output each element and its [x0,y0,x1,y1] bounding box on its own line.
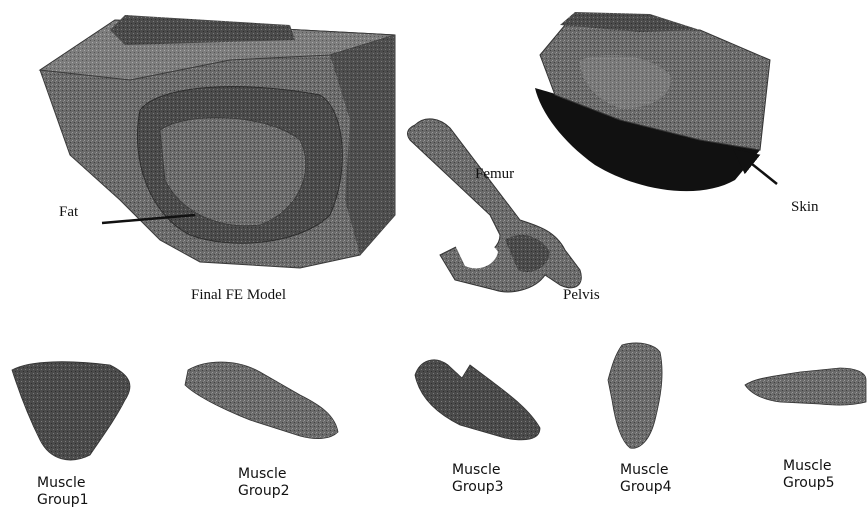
fat-label: Fat [59,204,78,221]
muscle-group2-line2: Group2 [238,483,290,500]
muscle-group1-render [12,362,130,460]
muscle-group3-render [415,360,540,440]
final-fe-model-label: Final FE Model [191,287,286,304]
muscle-group2-label: Muscle Group2 [238,466,290,500]
skin-label: Skin [791,199,819,216]
skin-model-render [535,12,770,191]
muscle-group1-line1: Muscle [37,475,89,492]
muscle-group3-label: Muscle Group3 [452,462,504,496]
pelvis-label: Pelvis [563,287,600,304]
muscle-group5-label: Muscle Group5 [783,458,835,492]
muscle-group1-line2: Group1 [37,492,89,509]
muscle-group4-line2: Group4 [620,479,672,496]
muscle-group2-render [185,362,338,439]
femur-label: Femur [475,166,514,183]
muscle-group4-label: Muscle Group4 [620,462,672,496]
final-fe-model-render [40,15,395,268]
muscle-group5-line2: Group5 [783,475,835,492]
muscle-group4-render [608,343,662,448]
femur-pelvis-render [408,119,582,292]
muscle-group4-line1: Muscle [620,462,672,479]
muscle-group5-render [745,368,866,405]
muscle-group2-line1: Muscle [238,466,290,483]
muscle-group1-label: Muscle Group1 [37,475,89,509]
muscle-group3-line1: Muscle [452,462,504,479]
muscle-group3-line2: Group3 [452,479,504,496]
muscle-group5-line1: Muscle [783,458,835,475]
